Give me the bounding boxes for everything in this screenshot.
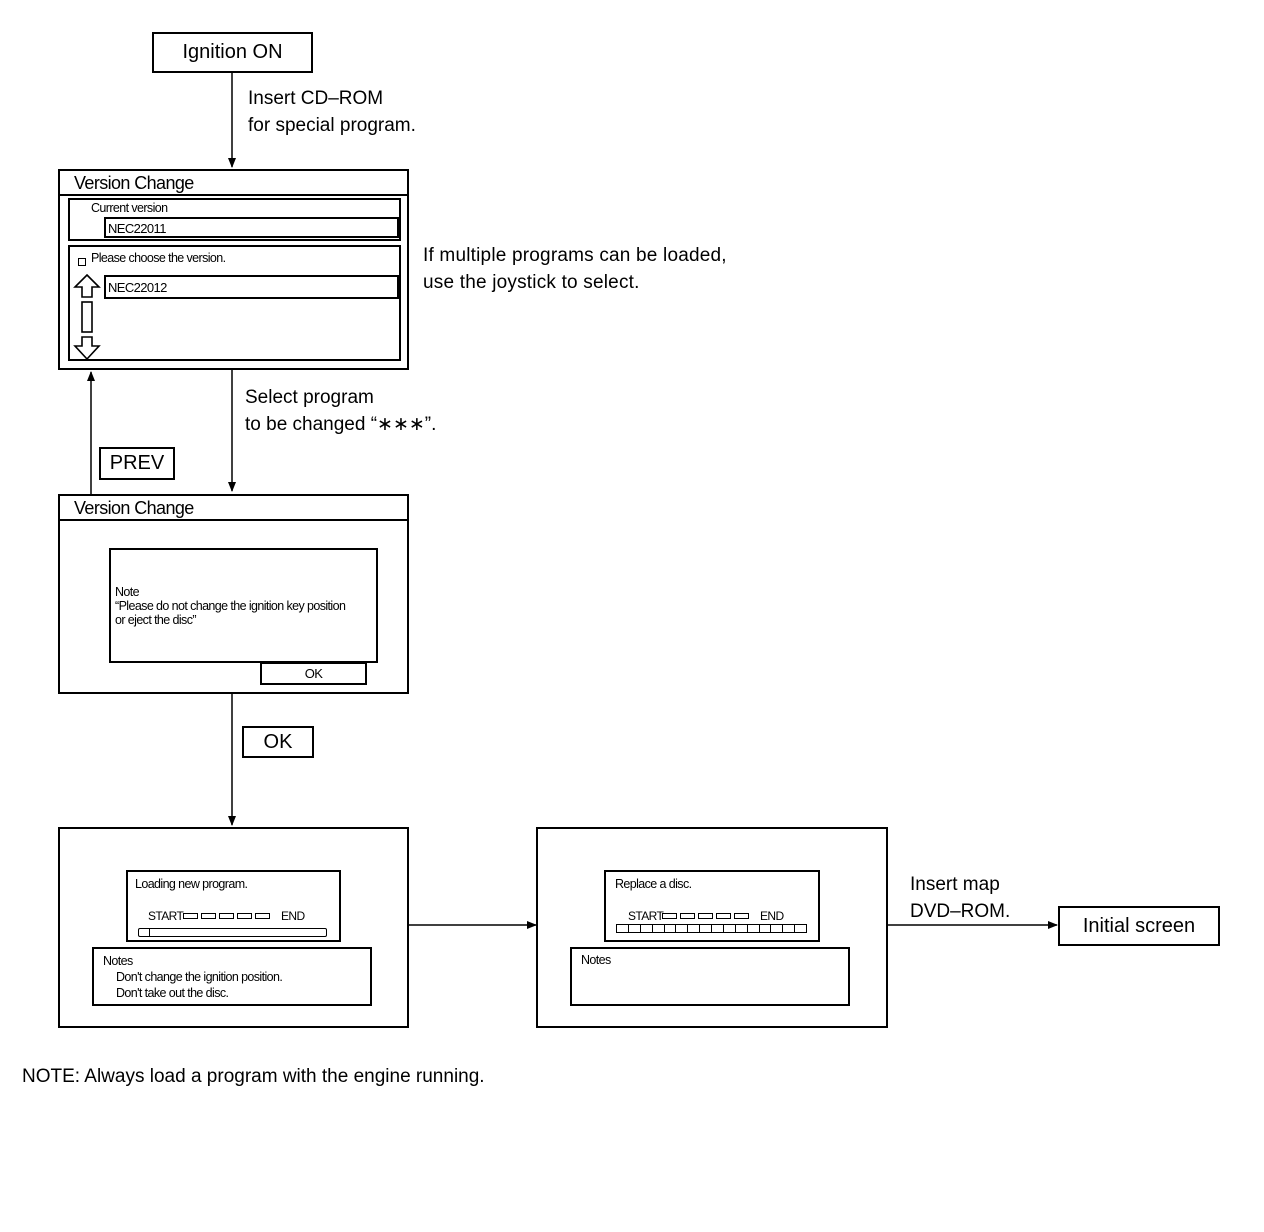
note-dialog: Note “Please do not change the ignition … <box>109 548 378 663</box>
note-heading: Note <box>115 585 140 599</box>
replace-disc-screen: Replace a disc. START END Notes <box>536 827 888 1028</box>
prev-button[interactable]: PREV <box>99 447 175 480</box>
insert-cd-instruction: Insert CD–ROM for special program. <box>248 85 416 139</box>
replace-notes-panel: Notes <box>570 947 850 1006</box>
progress-bar-full <box>616 924 807 933</box>
loading-panel: Loading new program. START END <box>126 870 341 942</box>
replace-notes-heading: Notes <box>581 953 611 967</box>
progress-start-label: START <box>628 909 664 923</box>
select-program-line1: Select program <box>245 387 374 408</box>
footer-note: NOTE: Always load a program with the eng… <box>22 1066 485 1087</box>
ok-button[interactable]: OK <box>242 726 314 758</box>
insert-dvd-line1: Insert map <box>910 874 1000 895</box>
note-dialog-text: Note “Please do not change the ignition … <box>115 585 346 627</box>
screen1-title: Version Change <box>60 171 407 196</box>
loading-message: Loading new program. <box>135 877 248 891</box>
version-choice-panel: Please choose the version. NEC22012 <box>68 245 401 361</box>
replace-disc-message: Replace a disc. <box>615 877 692 891</box>
dialog-ok-label: OK <box>304 666 323 681</box>
dialog-ok-button[interactable]: OK <box>260 662 367 685</box>
version-change-screen-select: Version Change Current version NEC22011 … <box>58 169 409 370</box>
scrollbar-thumb <box>81 301 93 333</box>
current-version-field: NEC22011 <box>104 217 399 238</box>
notes-line2: Don't take out the disc. <box>116 986 229 1000</box>
initial-screen-box: Initial screen <box>1058 906 1220 946</box>
insert-dvd-instruction: Insert map DVD–ROM. <box>910 871 1010 925</box>
scroll-controls <box>73 274 101 361</box>
scroll-up-arrow-icon <box>73 274 101 298</box>
progress-start-label: START <box>148 909 184 923</box>
scroll-down-arrow-icon <box>73 336 101 361</box>
select-program-instruction: Select program to be changed “∗∗∗”. <box>245 384 436 438</box>
initial-screen-label: Initial screen <box>1082 914 1196 937</box>
loading-notes-panel: Notes Don't change the ignition position… <box>92 947 372 1006</box>
loading-notes-text: Notes Don't change the ignition position… <box>103 953 283 1001</box>
select-program-line2: to be changed “∗∗∗”. <box>245 414 437 435</box>
joystick-note-line2: use the joystick to select. <box>423 272 640 293</box>
note-line1: “Please do not change the ignition key p… <box>115 599 346 613</box>
screen2-title: Version Change <box>60 496 407 521</box>
insert-cd-line1: Insert CD–ROM <box>248 88 384 109</box>
notes-heading: Notes <box>103 954 133 968</box>
progress-segments <box>183 913 270 919</box>
progress-segments <box>662 913 749 919</box>
note-line2: or eject the disc” <box>115 613 197 627</box>
prev-label: PREV <box>109 452 165 474</box>
progress-end-label: END <box>281 909 305 923</box>
insert-dvd-line2: DVD–ROM. <box>910 901 1011 922</box>
choose-version-prompt: Please choose the version. <box>91 251 226 265</box>
version-option[interactable]: NEC22012 <box>104 275 399 299</box>
ok-label: OK <box>263 730 293 753</box>
bullet-icon <box>78 258 86 266</box>
ignition-on-box: Ignition ON <box>152 32 313 73</box>
version-change-screen-confirm: Version Change Note “Please do not chang… <box>58 494 409 694</box>
ignition-on-label: Ignition ON <box>182 41 283 63</box>
progress-bar-fill <box>139 929 150 936</box>
insert-cd-line2: for special program. <box>248 115 416 136</box>
replace-disc-panel: Replace a disc. START END <box>604 870 820 942</box>
loading-program-screen: Loading new program. START END Notes Don… <box>58 827 409 1028</box>
progress-end-label: END <box>760 909 784 923</box>
joystick-note: If multiple programs can be loaded, use … <box>423 242 727 296</box>
current-version-panel: Current version NEC22011 <box>68 198 401 241</box>
current-version-label: Current version <box>91 201 168 215</box>
joystick-note-line1: If multiple programs can be loaded, <box>423 245 727 266</box>
progress-bar-empty <box>138 928 327 937</box>
notes-line1: Don't change the ignition position. <box>116 970 283 984</box>
